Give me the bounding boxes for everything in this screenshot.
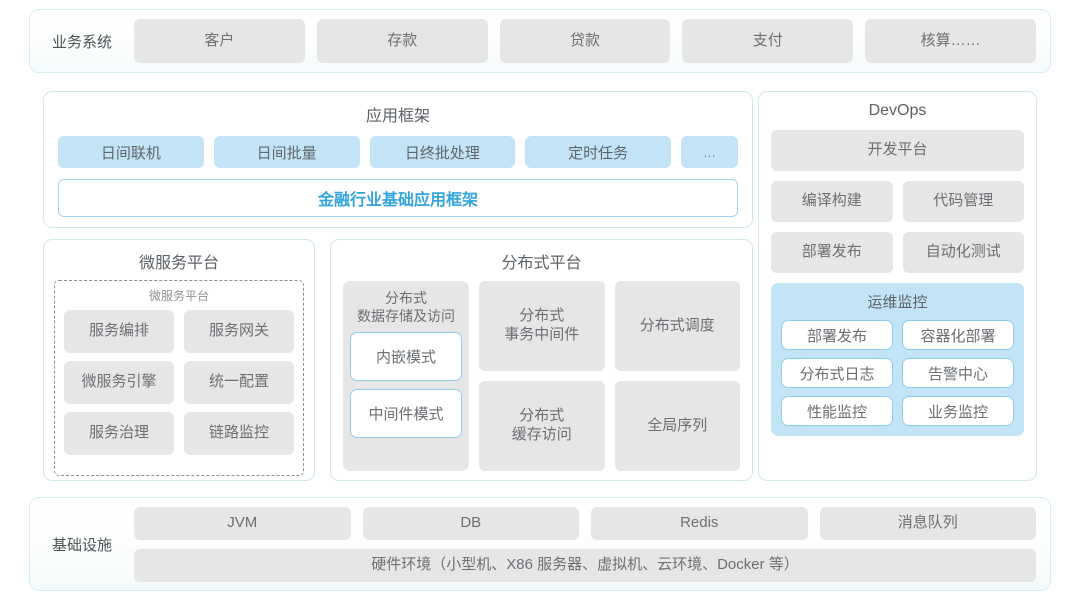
distributed-platform-title: 分布式平台 — [501, 255, 582, 272]
business-item-accounting[interactable]: 核算…… — [865, 19, 1036, 63]
microservice-item-trace-monitoring[interactable]: 链路监控 — [184, 412, 294, 455]
infrastructure-item-db[interactable]: DB — [362, 506, 579, 540]
devops-item-automated-test[interactable]: 自动化测试 — [902, 232, 1024, 273]
ops-item-performance-monitoring[interactable]: 性能监控 — [781, 396, 893, 426]
devops-item-dev-platform[interactable]: 开发平台 — [771, 130, 1024, 171]
platform-left-column: 应用框架 日间联机 日间批量 日终批处理 定时任务 … 金融行业基础应用框架 微… — [43, 91, 753, 481]
infrastructure-label: 基础设施 — [51, 536, 112, 554]
infrastructure-item-message-queue[interactable]: 消息队列 — [819, 506, 1036, 540]
app-tag-eod-batch[interactable]: 日终批处理 — [369, 136, 516, 168]
ops-item-distributed-logging[interactable]: 分布式日志 — [781, 358, 893, 388]
infrastructure-content: JVM DB Redis 消息队列 硬件环境（小型机、X86 服务器、虚拟机、云… — [134, 506, 1050, 582]
microservice-inner-box: 微服务平台 服务编排 服务网关 微服务引擎 统一配置 服务治理 链路监控 — [54, 280, 304, 476]
distributed-storage-card[interactable]: 分布式 数据存储及访问 内嵌模式 中间件模式 — [343, 281, 469, 471]
ops-item-business-monitoring[interactable]: 业务监控 — [902, 396, 1014, 426]
business-item-payment[interactable]: 支付 — [682, 19, 854, 63]
devops-item-deploy-release[interactable]: 部署发布 — [771, 232, 893, 273]
ops-monitoring-items: 部署发布 容器化部署 分布式日志 告警中心 性能监控 业务监控 — [781, 320, 1014, 426]
platform-right-column: DevOps 开发平台 编译构建 代码管理 部署发布 自动化测试 运维监控 部署… — [758, 91, 1037, 481]
business-system-label: 业务系统 — [51, 33, 112, 51]
distributed-storage-title: 分布式 数据存储及访问 — [357, 290, 455, 325]
ops-monitoring-title: 运维监控 — [867, 294, 928, 311]
ops-item-containerized-deploy[interactable]: 容器化部署 — [902, 320, 1014, 350]
business-item-deposit[interactable]: 存款 — [316, 19, 488, 63]
devops-panel: DevOps 开发平台 编译构建 代码管理 部署发布 自动化测试 运维监控 部署… — [758, 91, 1037, 481]
ops-item-deploy-release[interactable]: 部署发布 — [781, 320, 893, 350]
ops-item-alert-center[interactable]: 告警中心 — [902, 358, 1014, 388]
devops-items: 编译构建 代码管理 部署发布 自动化测试 — [771, 181, 1024, 273]
app-tag-daytime-online[interactable]: 日间联机 — [58, 136, 204, 168]
business-item-loan[interactable]: 贷款 — [499, 19, 671, 63]
app-tag-daytime-batch[interactable]: 日间批量 — [213, 136, 360, 168]
app-tag-scheduled-task[interactable]: 定时任务 — [525, 136, 671, 168]
application-framework-tags: 日间联机 日间批量 日终批处理 定时任务 … — [58, 136, 738, 168]
microservice-platform-panel: 微服务平台 微服务平台 服务编排 服务网关 微服务引擎 统一配置 服务治理 链路… — [43, 239, 315, 481]
business-item-customer[interactable]: 客户 — [134, 19, 305, 63]
devops-title: DevOps — [868, 102, 927, 119]
microservice-item-governance[interactable]: 服务治理 — [64, 412, 174, 455]
distributed-item-transaction-middleware[interactable]: 分布式 事务中间件 — [479, 281, 605, 371]
microservice-items: 服务编排 服务网关 微服务引擎 统一配置 服务治理 链路监控 — [64, 310, 294, 455]
finance-base-framework-bar[interactable]: 金融行业基础应用框架 — [58, 179, 738, 217]
distributed-storage-mode-embedded[interactable]: 内嵌模式 — [350, 332, 462, 382]
platform-section: 应用框架 日间联机 日间批量 日终批处理 定时任务 … 金融行业基础应用框架 微… — [29, 82, 1051, 490]
distributed-platform-panel: 分布式平台 分布式 数据存储及访问 内嵌模式 中间件模式 分布式 事务中间件 分… — [330, 239, 753, 481]
distributed-item-scheduling[interactable]: 分布式调度 — [614, 281, 740, 371]
infrastructure-band: 基础设施 JVM DB Redis 消息队列 硬件环境（小型机、X86 服务器、… — [29, 497, 1051, 591]
infrastructure-items: JVM DB Redis 消息队列 — [134, 506, 1036, 540]
microservice-inner-title: 微服务平台 — [148, 289, 209, 303]
business-system-items: 客户 存款 贷款 支付 核算…… — [134, 19, 1050, 63]
application-framework-title: 应用框架 — [365, 108, 430, 125]
infrastructure-hardware-bar[interactable]: 硬件环境（小型机、X86 服务器、虚拟机、云环境、Docker 等） — [134, 548, 1036, 582]
microservice-platform-title: 微服务平台 — [138, 255, 219, 272]
devops-item-code-management[interactable]: 代码管理 — [902, 181, 1024, 222]
ops-monitoring-block: 运维监控 部署发布 容器化部署 分布式日志 告警中心 性能监控 业务监控 — [771, 283, 1024, 436]
business-system-band: 业务系统 客户 存款 贷款 支付 核算…… — [29, 9, 1051, 73]
devops-item-compile-build[interactable]: 编译构建 — [771, 181, 893, 222]
microservice-item-gateway[interactable]: 服务网关 — [184, 310, 294, 353]
microservice-item-orchestration[interactable]: 服务编排 — [64, 310, 174, 353]
distributed-item-global-sequence[interactable]: 全局序列 — [614, 381, 740, 471]
distributed-grid: 分布式 数据存储及访问 内嵌模式 中间件模式 分布式 事务中间件 分布式调度 分… — [343, 281, 740, 471]
microservice-item-unified-config[interactable]: 统一配置 — [184, 361, 294, 404]
microservice-item-engine[interactable]: 微服务引擎 — [64, 361, 174, 404]
infrastructure-item-jvm[interactable]: JVM — [134, 506, 351, 540]
infrastructure-item-redis[interactable]: Redis — [591, 506, 808, 540]
app-tag-more[interactable]: … — [681, 136, 738, 168]
distributed-item-cache-access[interactable]: 分布式 缓存访问 — [479, 381, 605, 471]
application-framework-panel: 应用框架 日间联机 日间批量 日终批处理 定时任务 … 金融行业基础应用框架 — [43, 91, 753, 228]
distributed-storage-mode-middleware[interactable]: 中间件模式 — [350, 389, 462, 439]
